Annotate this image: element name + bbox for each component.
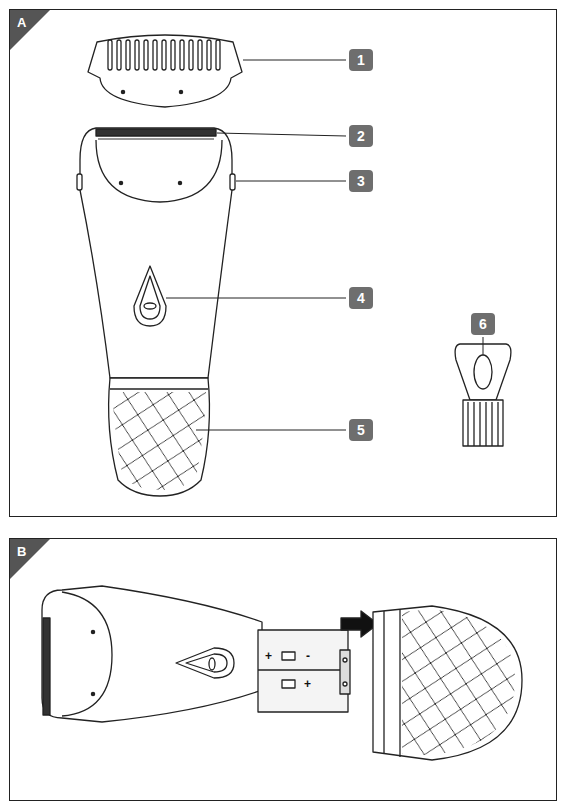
battery-cover	[109, 378, 210, 496]
shaving-foil	[43, 618, 50, 715]
on-off-switch	[176, 648, 234, 678]
panel-letter: B	[17, 544, 26, 559]
shaver-body	[42, 586, 262, 722]
polarity-mark: +	[264, 650, 273, 662]
on-off-switch	[134, 266, 166, 326]
polarity-mark: -	[305, 650, 311, 662]
polarity-mark: +	[303, 678, 312, 690]
callout-number: 3	[349, 170, 373, 192]
battery-symbol	[282, 680, 295, 688]
panel-tab	[10, 539, 50, 579]
callout-number: 1	[349, 49, 373, 71]
leader-line	[243, 60, 346, 61]
leader-line	[166, 298, 346, 299]
callout-number: 5	[349, 419, 373, 441]
comb-attachment	[88, 35, 242, 107]
battery-contact	[340, 650, 350, 694]
leader-line	[196, 430, 346, 431]
leader-line	[217, 133, 346, 136]
shaving-foil	[96, 129, 216, 136]
battery-compartment	[258, 630, 348, 712]
leader-line	[236, 181, 346, 182]
callout-number: 4	[349, 287, 373, 309]
callout-number: 2	[349, 125, 373, 147]
leader-line	[483, 337, 484, 355]
panel-tab	[10, 10, 50, 50]
release-button	[230, 174, 235, 190]
battery-cover	[373, 606, 522, 760]
shaver-body	[80, 128, 232, 378]
panel-frame	[10, 10, 557, 517]
panel-letter: A	[17, 15, 26, 30]
release-button	[77, 174, 82, 190]
panel-frame	[10, 539, 557, 801]
battery-symbol	[282, 652, 295, 660]
callout-number: 6	[471, 313, 495, 335]
